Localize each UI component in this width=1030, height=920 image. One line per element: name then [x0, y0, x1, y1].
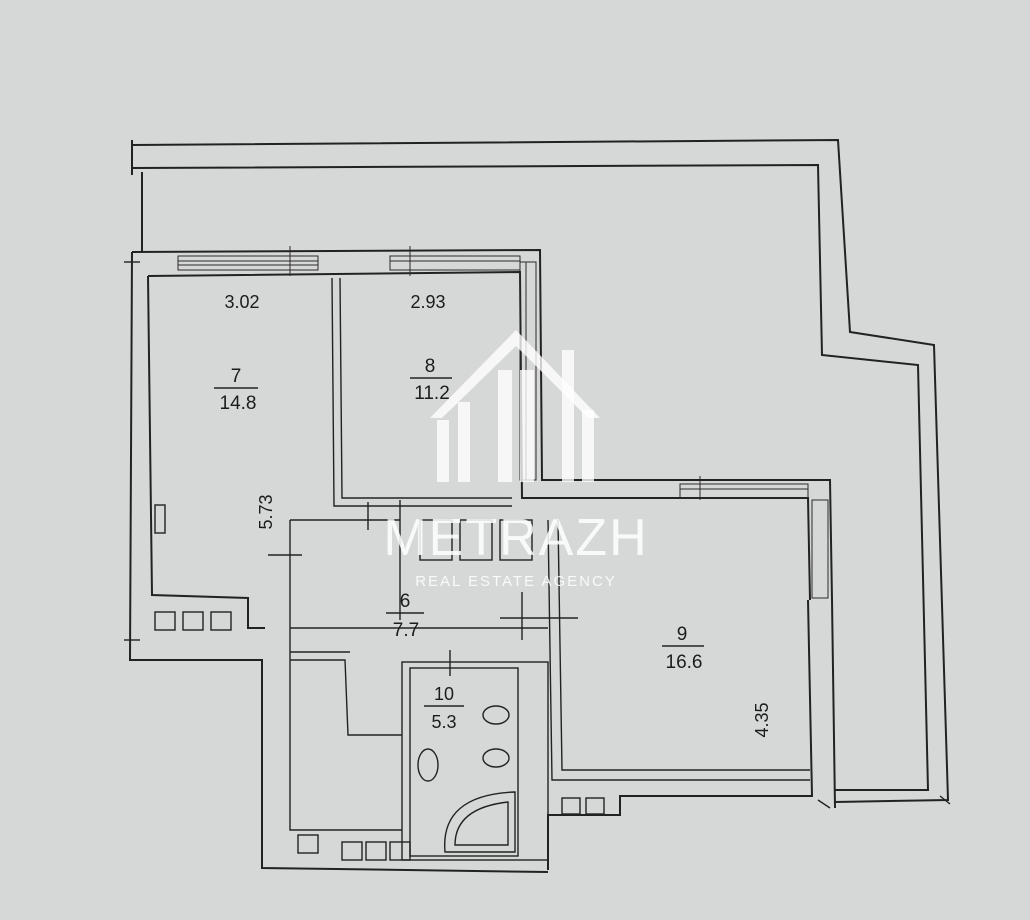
partitions — [289, 277, 810, 861]
apartment-walls — [128, 248, 836, 873]
door-marks — [124, 261, 951, 809]
corner-bath-icon — [444, 791, 516, 853]
room-10-number: 10 — [434, 684, 454, 704]
dimension-5-73: 5.73 — [256, 494, 276, 529]
room-7-number: 7 — [231, 366, 242, 387]
room-10-label: 10 5.3 — [424, 684, 464, 732]
room-7-area: 14.8 — [220, 393, 257, 414]
room-6-number: 6 — [400, 591, 411, 612]
room-8-label: 8 11.2 — [410, 356, 452, 404]
room-9-label: 9 16.6 — [662, 624, 704, 673]
room-8-area: 11.2 — [414, 383, 450, 404]
room-7-label: 7 14.8 — [214, 366, 258, 414]
watermark-tagline: REAL ESTATE AGENCY — [415, 573, 617, 590]
house-logo-icon — [430, 330, 600, 482]
bidet-icon — [482, 748, 510, 768]
watermark: METRAZH REAL ESTATE AGENCY — [383, 330, 648, 590]
room-6-label: 6 7.7 — [386, 591, 424, 641]
balcony-wall — [131, 138, 950, 803]
ventilation-blocks — [154, 504, 605, 861]
dimension-4-35: 4.35 — [752, 702, 772, 737]
room-6-area: 7.7 — [393, 620, 419, 641]
room-9-area: 16.6 — [666, 652, 703, 673]
room-10-area: 5.3 — [431, 712, 456, 732]
watermark-brand: METRAZH — [383, 509, 648, 567]
room-8-number: 8 — [425, 356, 436, 377]
bathroom-fixtures — [417, 705, 516, 853]
room-9-number: 9 — [677, 624, 688, 645]
dimension-3-02: 3.02 — [224, 292, 259, 312]
sink-icon — [417, 748, 439, 782]
toilet-icon — [482, 705, 510, 725]
dimension-2-93: 2.93 — [410, 292, 445, 312]
